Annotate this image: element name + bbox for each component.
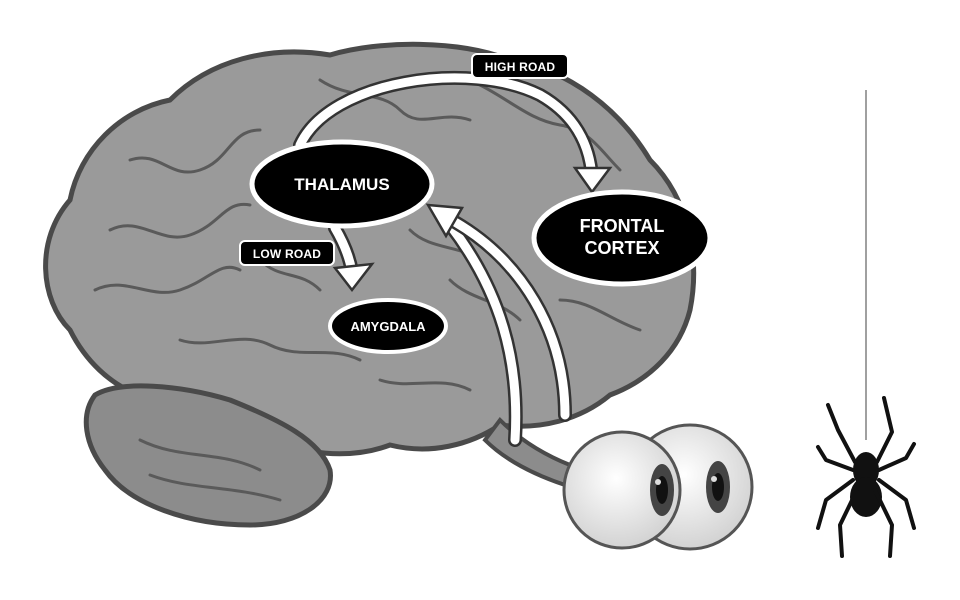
thalamus-label: THALAMUS	[294, 175, 389, 194]
eyes-icon	[562, 423, 754, 551]
pathway-arrows	[293, 70, 613, 447]
frontal-cortex-node: FRONTAL CORTEX	[531, 189, 713, 287]
thalamus-node: THALAMUS	[249, 139, 435, 229]
low-road-label: LOW ROAD	[253, 247, 321, 261]
high-road-arrowhead	[572, 166, 613, 195]
brain	[43, 41, 697, 528]
frontal-cortex-label-line2: CORTEX	[584, 238, 659, 258]
optic-arrow-1	[445, 220, 521, 445]
high-road-label: HIGH ROAD	[485, 60, 556, 74]
amygdala-label: AMYGDALA	[350, 319, 426, 334]
low-road-tag: LOW ROAD	[239, 240, 335, 266]
frontal-cortex-label-line1: FRONTAL	[580, 216, 665, 236]
brain-stem	[482, 416, 573, 488]
low-road-arrowhead	[332, 262, 375, 293]
high-road-arrow	[295, 73, 597, 183]
optic-arrow-2	[450, 217, 570, 420]
high-road-tag: HIGH ROAD	[471, 53, 569, 79]
spider-icon	[816, 90, 916, 558]
optic-arrowhead	[425, 203, 465, 239]
amygdala-node: AMYGDALA	[328, 298, 448, 354]
